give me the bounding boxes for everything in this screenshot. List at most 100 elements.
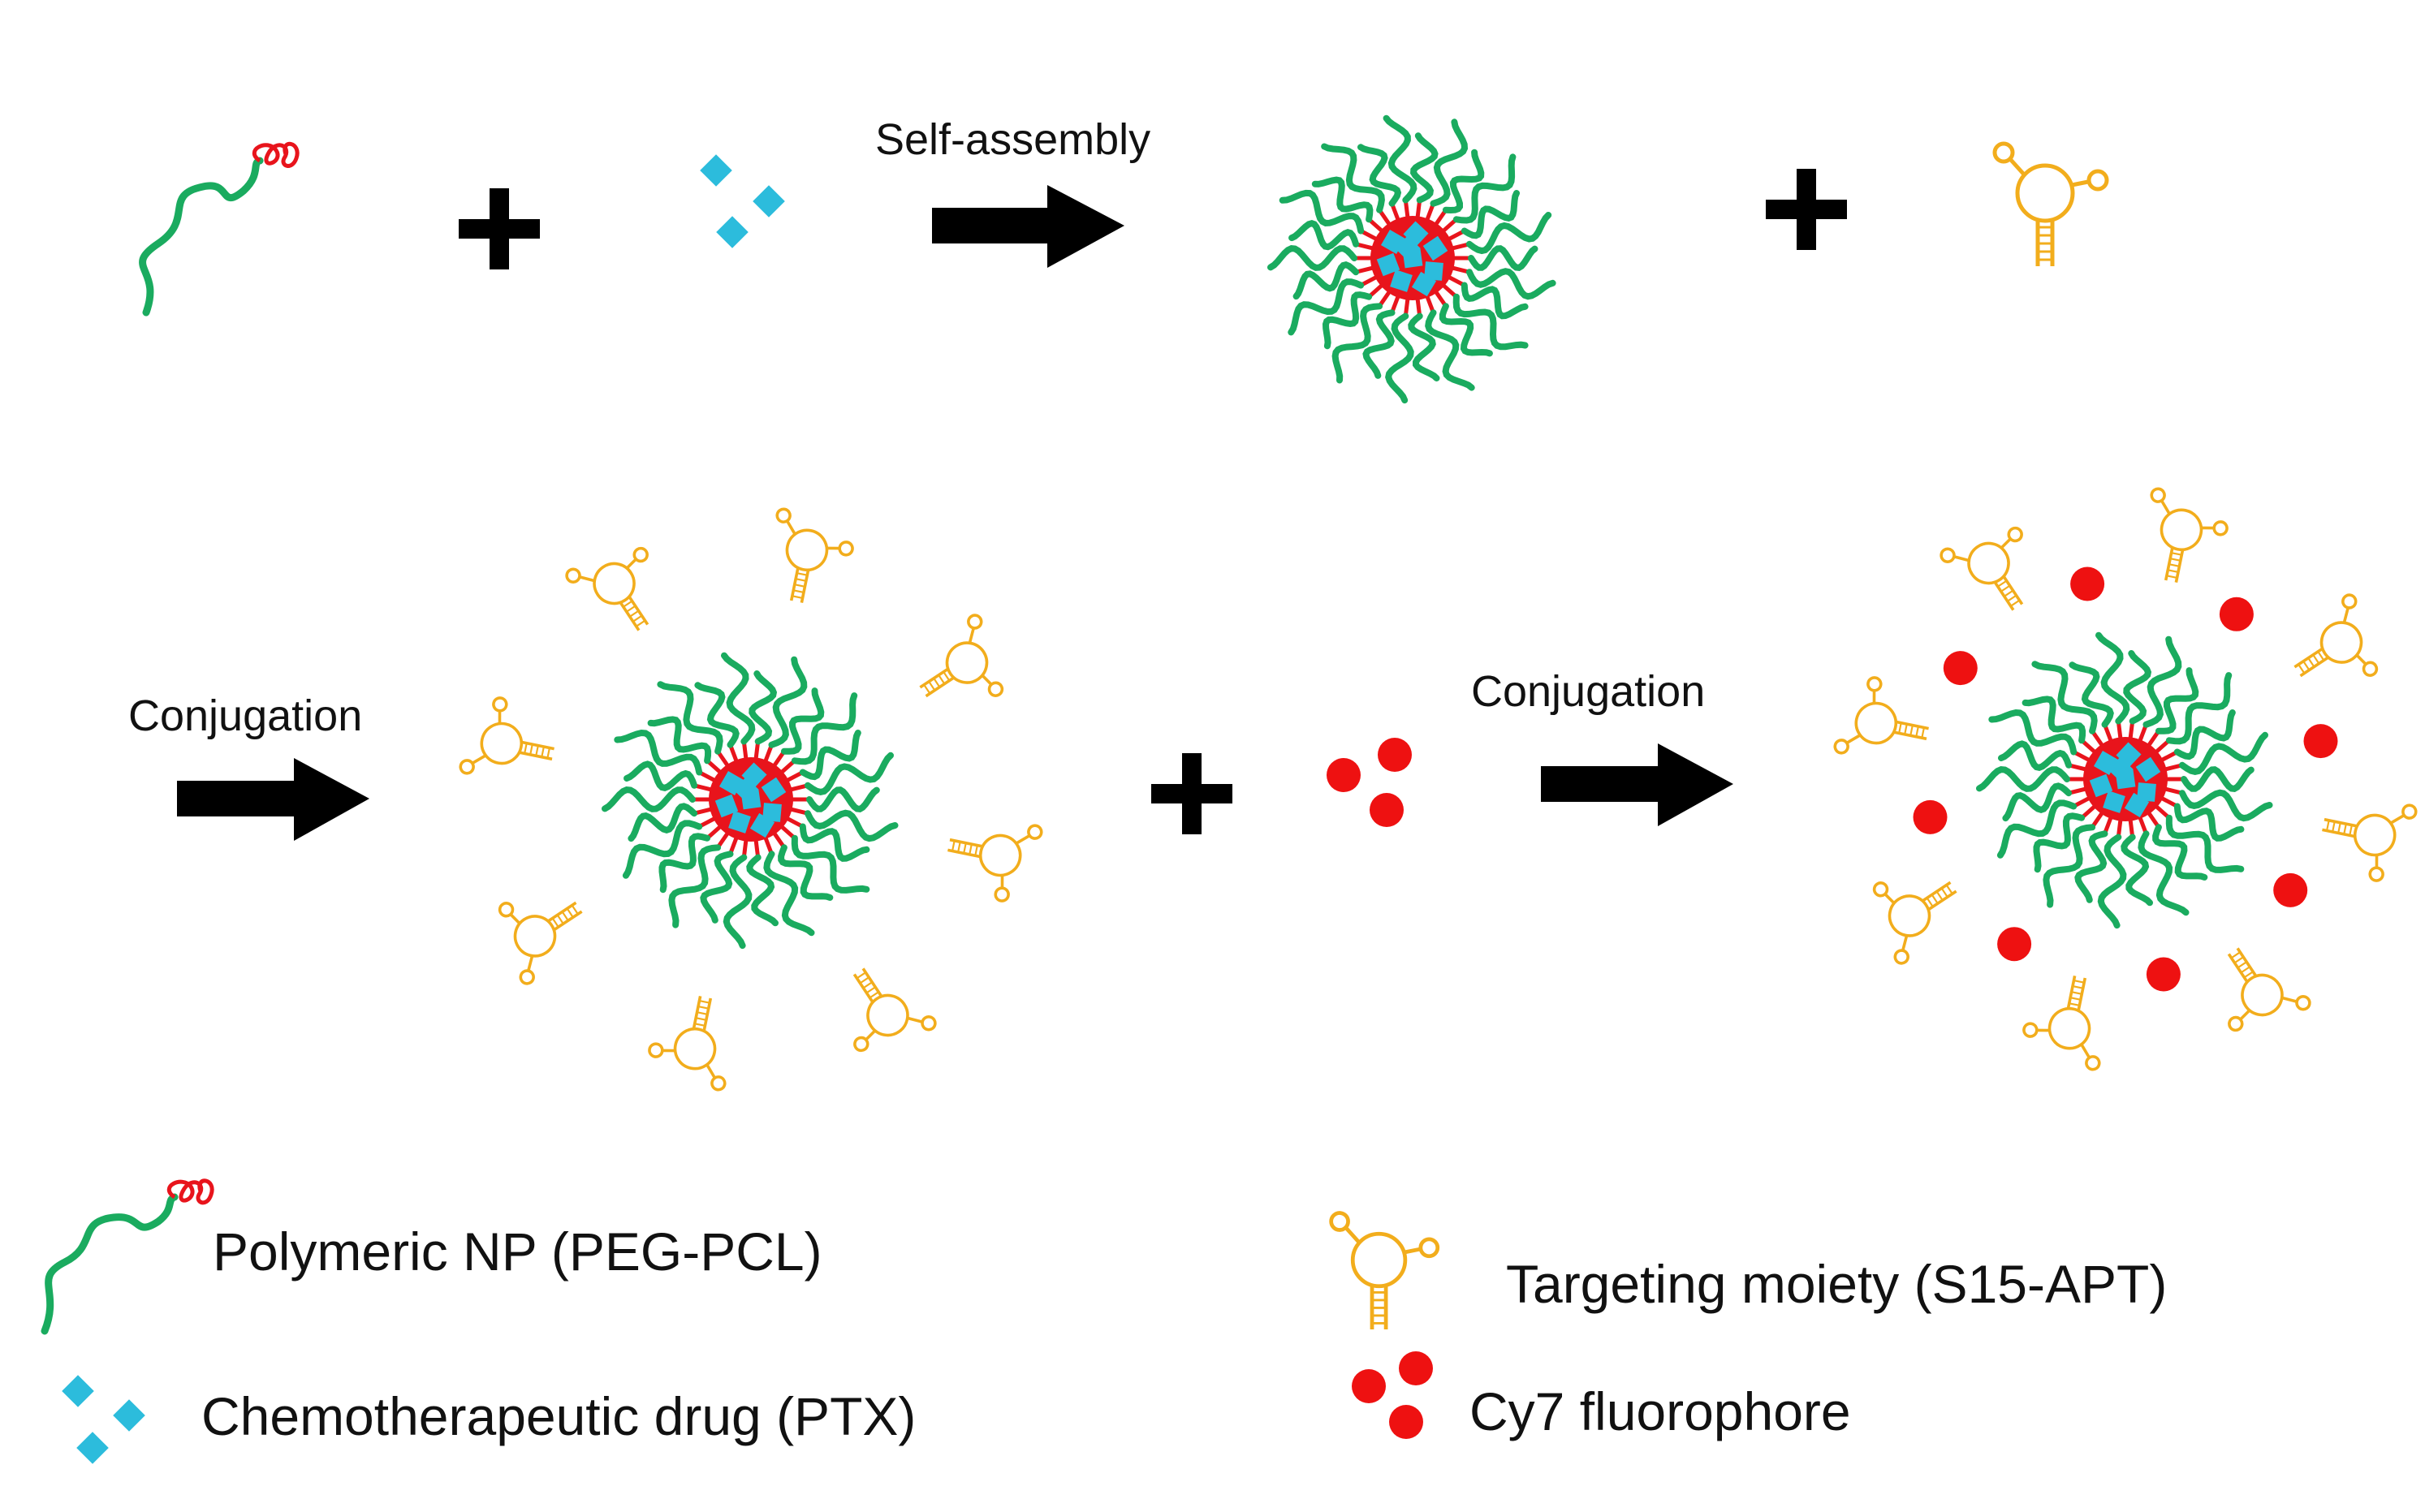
peg-chain xyxy=(2173,709,2236,760)
plus-icon xyxy=(1766,169,1847,250)
drug-particle xyxy=(2103,790,2125,813)
legend: Polymeric NP (PEG-PCL) Chemotherapeutic … xyxy=(41,1178,2167,1464)
aptamer xyxy=(1832,670,1939,771)
cy7-dot xyxy=(2070,566,2105,601)
peg-chain xyxy=(2022,696,2086,744)
peg-chain xyxy=(1452,153,1517,224)
conjugation-arrow: Conjugation xyxy=(128,691,369,841)
fluorophore-aptamer-micelle xyxy=(1832,486,2419,1072)
peg-chain xyxy=(2178,731,2268,776)
peg-chain xyxy=(2043,824,2096,908)
cy7-fluorophore-icon xyxy=(1327,738,1412,827)
peg-chain xyxy=(1288,278,1365,336)
drug-particle xyxy=(2137,782,2156,802)
drug-particle xyxy=(1422,235,1448,261)
conjugation-label-1: Conjugation xyxy=(128,691,362,740)
aptamer xyxy=(1937,507,2056,629)
cy7-dot xyxy=(1913,799,1948,834)
peg-chain xyxy=(694,682,740,748)
peg-chain xyxy=(668,844,722,928)
aptamer xyxy=(2312,787,2419,888)
peg-chain xyxy=(1288,219,1360,251)
peg-chain xyxy=(1976,766,2070,792)
peg-pcl-polymer-icon xyxy=(139,141,300,317)
drug-particle xyxy=(1376,252,1400,277)
peg-chain xyxy=(1442,149,1485,214)
drug-particle xyxy=(714,794,739,818)
peg-chain xyxy=(602,786,696,812)
aptamer xyxy=(642,986,743,1092)
drug-particle xyxy=(2135,756,2161,782)
peg-chain xyxy=(1362,309,1396,379)
aptamer xyxy=(1853,848,1975,967)
conjugation-arrow: Conjugation xyxy=(1471,667,1733,826)
cy7-dot xyxy=(1943,651,1978,686)
self-assembly-label: Self-assembly xyxy=(875,115,1150,164)
peg-chain xyxy=(1988,709,2078,756)
aptamer xyxy=(2194,929,2314,1051)
self-assembly-arrow: Self-assembly xyxy=(875,115,1150,268)
peg-chain xyxy=(624,760,698,791)
legend-drug-icon xyxy=(62,1375,145,1464)
peg-chain xyxy=(804,752,894,796)
peg-chain xyxy=(647,716,712,765)
peg-chain xyxy=(2181,766,2255,793)
drug-particle xyxy=(762,803,782,822)
peg-chain xyxy=(1461,282,1529,320)
peg-chain xyxy=(700,851,734,924)
peg-chain xyxy=(1383,114,1417,204)
peg-chain xyxy=(1311,176,1374,223)
peg-chain xyxy=(2152,824,2208,881)
peg-chain xyxy=(799,730,861,781)
legend-drug-label: Chemotherapeutic drug (PTX) xyxy=(201,1386,916,1446)
drug-particle xyxy=(1424,261,1443,281)
aptamer xyxy=(938,808,1044,908)
legend-aptamer-label: Targeting moiety (S15-APT) xyxy=(1506,1254,2167,1314)
aptamer xyxy=(759,506,860,613)
peg-chain xyxy=(749,670,778,745)
ptx-drug-icon xyxy=(700,154,785,248)
peg-chain xyxy=(2165,814,2245,873)
aptamer xyxy=(2276,591,2397,710)
peg-chain xyxy=(763,851,815,937)
peg-chain xyxy=(2138,830,2190,916)
peg-chain xyxy=(2142,635,2182,728)
aptamer xyxy=(479,868,601,988)
peg-chain xyxy=(1439,303,1493,357)
peg-chain xyxy=(804,809,899,842)
peg-chain xyxy=(2155,667,2199,734)
aptamer xyxy=(2017,966,2117,1072)
legend-aptamer-icon xyxy=(1331,1213,1438,1329)
peg-chain xyxy=(1452,293,1529,351)
peg-chain xyxy=(778,844,834,901)
peg-chain xyxy=(1410,132,1439,204)
drug-loaded-micelle xyxy=(1267,114,1556,404)
conjugation-label-2: Conjugation xyxy=(1471,667,1705,716)
drug-particle xyxy=(728,811,751,834)
peg-chain xyxy=(780,687,825,755)
peg-chain xyxy=(1292,261,1360,300)
peg-chain xyxy=(746,854,779,927)
peg-chain xyxy=(1408,312,1440,381)
peg-chain xyxy=(2173,803,2245,842)
peg-chain xyxy=(1461,190,1520,239)
drug-particle xyxy=(2124,792,2150,818)
drug-particle xyxy=(1395,235,1421,261)
aptamer xyxy=(820,950,939,1071)
peg-chain xyxy=(1279,189,1365,235)
cy7-dot xyxy=(1997,927,2032,962)
peg-chain xyxy=(2031,661,2098,734)
drug-particle xyxy=(2108,756,2134,782)
peg-chain xyxy=(2033,812,2086,873)
drug-particle xyxy=(733,777,759,803)
peg-chain xyxy=(628,803,698,842)
plus-icon xyxy=(459,188,540,269)
peg-chain xyxy=(723,854,753,950)
peg-chain xyxy=(799,823,870,862)
cy7-dot xyxy=(2273,872,2308,907)
peg-chain xyxy=(1430,118,1469,207)
plus-icon xyxy=(1151,753,1232,834)
peg-chain xyxy=(2123,650,2152,725)
peg-chain xyxy=(2074,830,2108,903)
peg-chain xyxy=(721,652,756,745)
